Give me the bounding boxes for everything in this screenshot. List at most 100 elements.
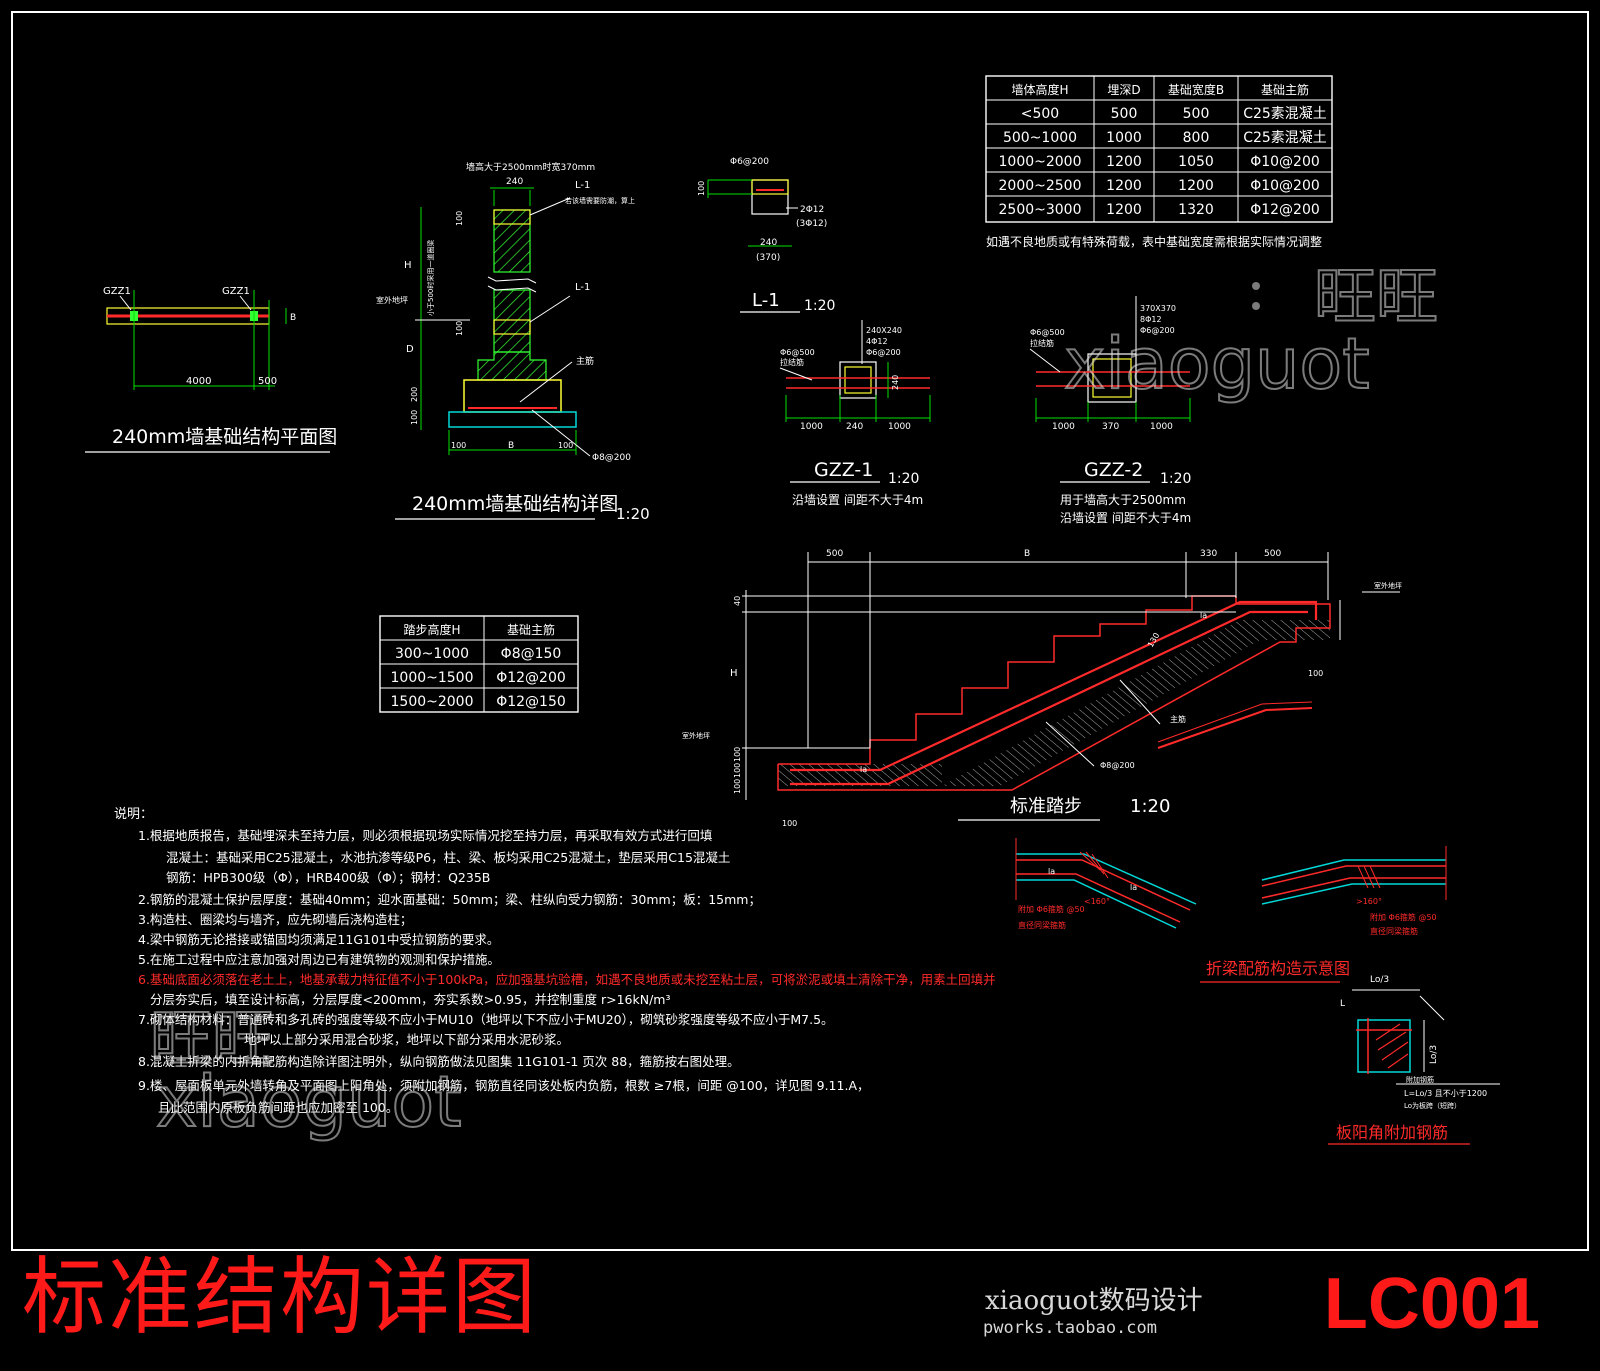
gzz1-dim-2: 240 [846, 422, 863, 432]
fold-beam-title: 折梁配筋构造示意图 [1206, 959, 1350, 978]
wall-table-cell: Φ10@200 [1250, 178, 1320, 194]
wall-dim-bottom-2: B [508, 441, 514, 451]
fold-beam-angle-right: >160° [1356, 897, 1382, 906]
wall-table-cell: 2500~3000 [999, 202, 1082, 218]
wall-table-cell: 1050 [1178, 154, 1214, 170]
footer-code: LC001 [1323, 1264, 1540, 1344]
gzz1-bars: 4Φ12 [866, 337, 888, 346]
wall-label-h: H [404, 260, 412, 271]
gzz1-height: 240 [891, 375, 900, 390]
gzz2-title: GZZ-2 [1084, 459, 1143, 481]
stair-main-bar: 主筋 [1170, 714, 1186, 724]
gzz2-bars: 8Φ12 [1140, 315, 1162, 324]
watermark-en-top: xiaoguot [1064, 323, 1370, 405]
stair-dim-40: 40 [733, 596, 742, 606]
stair-anchor-top: la [1200, 611, 1207, 620]
watermark-en-bottom: xiaoguot [156, 1061, 462, 1143]
wall-table-cell: 1200 [1178, 178, 1214, 194]
wall-table-cell: <500 [1021, 106, 1059, 122]
step-table-cell: 300~1000 [395, 646, 469, 662]
notes-heading: 说明： [114, 807, 153, 822]
l1-scale: 1:20 [804, 298, 835, 314]
gzz1-side-bar: Φ6@500 [780, 348, 815, 357]
stair-dim-100-bottom: 100 [782, 819, 797, 828]
stair-ground-left: 室外地坪 [682, 731, 710, 740]
foundation-plan: GZZ1 GZZ1 4000 500 B 240mm墙基础结构平面图 [85, 286, 337, 453]
wall-table-header: 墙体高度H [1011, 82, 1068, 97]
wall-dim-bottom-3: 100 [558, 441, 573, 450]
wall-table-header: 埋深D [1107, 83, 1140, 97]
gzz2-dim-3: 1000 [1150, 422, 1173, 432]
notes-line: 钢筋：HPB300级（Φ），HRB400级（Φ）；钢材：Q235B [166, 870, 490, 885]
drawing-frame [11, 11, 1589, 1251]
stair-dim-left-2: 100 [733, 763, 742, 778]
l1-bars: 2Φ12 [800, 205, 824, 215]
gzz1-title: GZZ-1 [814, 459, 873, 481]
standard-stair-detail: 500 B 330 500 H 40 100 100 100 100 100 1… [682, 549, 1402, 828]
wall-table-cell: 1000~2000 [999, 154, 1082, 170]
slab-note1: 附加钢筋 [1406, 1075, 1434, 1084]
slab-label-lo3: Lo/3 [1370, 975, 1389, 985]
notes-line: 2.钢筋的混凝土保护层厚度：基础40mm；迎水面基础：50mm；梁、柱纵向受力钢… [138, 892, 761, 907]
wall-table-cell: C25素混凝土 [1243, 106, 1327, 122]
gzz1-stirrup: Φ6@200 [866, 348, 901, 357]
wall-dim-top: 240 [506, 177, 523, 187]
l1-section: Φ6@200 100 2Φ12 (3Φ12) 240 (370) L-1 1:2… [697, 157, 835, 314]
wall-table-cell: 500~1000 [1003, 130, 1077, 146]
l1-width: 240 [760, 238, 777, 248]
stair-dim-left-3: 100 [733, 779, 742, 794]
stair-dim-top-1: 500 [826, 549, 843, 559]
gzz2-scale: 1:20 [1160, 471, 1191, 487]
footer-url: pworks.taobao.com [983, 1318, 1157, 1338]
step-table-cell: 1500~2000 [391, 694, 474, 710]
wall-dim-bottom-1: 100 [451, 441, 466, 450]
gzz2-note1: 用于墙高大于2500mm [1060, 492, 1186, 507]
plan-column-label-right: GZZ1 [222, 286, 250, 297]
gzz2-side-label: 拉结筋 [1030, 338, 1054, 348]
wall-detail-scale: 1:20 [616, 505, 650, 523]
slab-title: 板阳角附加钢筋 [1336, 1123, 1448, 1142]
wall-table-cell: 500 [1183, 106, 1210, 122]
notes-line: 分层夯实后，填至设计标高，分层厚度<200mm，夯实系数>0.95，并控制重度 … [150, 992, 670, 1007]
notes-line: 3.构造柱、圈梁均与墙齐，应先砌墙后浇构造柱； [138, 912, 412, 927]
l1-bars-alt: (3Φ12) [796, 219, 827, 229]
wall-dim-left-3: 200 [410, 387, 419, 402]
wall-beam-mid: L-1 [575, 282, 590, 293]
stair-label-h: H [730, 668, 738, 679]
step-table-cell: Φ12@150 [496, 694, 566, 710]
notes-line: 9.楼、屋面板单元外墙转角及平面图上阳角处，须附加钢筋，钢筋直径同该处板内负筋，… [138, 1078, 870, 1093]
gzz2-dim-1: 1000 [1052, 422, 1075, 432]
watermark-cn-top: 旺旺 [1314, 260, 1438, 333]
l1-stirrup: Φ6@200 [730, 157, 769, 167]
wall-table-header: 基础宽度B [1168, 82, 1224, 97]
footer-brand: xiaoguot数码设计 [985, 1286, 1203, 1316]
footer-title: 标准结构详图 [22, 1248, 539, 1346]
fold-beam-note-left2: 直径同梁箍筋 [1018, 920, 1066, 930]
stair-title: 标准踏步 [1010, 796, 1082, 817]
stair-ground-right: 室外地坪 [1374, 581, 1402, 590]
l1-title: L-1 [752, 290, 780, 311]
general-notes: 说明： 1.根据地质报告，基础埋深未至持力层，则必须根据现场实际情况挖至持力层，… [114, 807, 996, 1115]
wall-dim-left-4: 100 [410, 410, 419, 425]
slab-note2: L=Lo/3 且不小于1200 [1404, 1089, 1487, 1098]
wall-ground: 室外地坪 [376, 295, 408, 305]
plan-title: 240mm墙基础结构平面图 [112, 426, 337, 448]
wall-table-cell: Φ10@200 [1250, 154, 1320, 170]
wall-beam-top: L-1 [575, 180, 590, 191]
wall-table-cell: 1200 [1106, 202, 1142, 218]
gzz2-note2: 沿墙设置 间距不大于4m [1060, 511, 1191, 525]
notes-line: 地坪以上部分采用混合砂浆，地坪以下部分采用水泥砂浆。 [244, 1032, 569, 1047]
stair-dim-top-4: 500 [1264, 549, 1281, 559]
notes-line: 4.梁中钢筋无论搭接或锚固均须满足11G101中受拉钢筋的要求。 [138, 932, 499, 947]
stair-dim-top-2: B [1024, 549, 1030, 559]
stair-anchor-bottom: la [860, 765, 867, 774]
slab-label-side: Lo/3 [1429, 1045, 1439, 1064]
plan-dim-side: B [290, 313, 296, 323]
notes-line: 且此范围内原板负筋间距也应加密至 100。 [158, 1100, 398, 1115]
slab-note3: Lo为板跨（短跨） [1404, 1101, 1461, 1110]
wall-table-cell: 500 [1111, 106, 1138, 122]
plan-column-label-left: GZZ1 [103, 286, 131, 297]
wall-table-cell: 1000 [1106, 130, 1142, 146]
wall-dim-left-2: 100 [455, 321, 464, 336]
